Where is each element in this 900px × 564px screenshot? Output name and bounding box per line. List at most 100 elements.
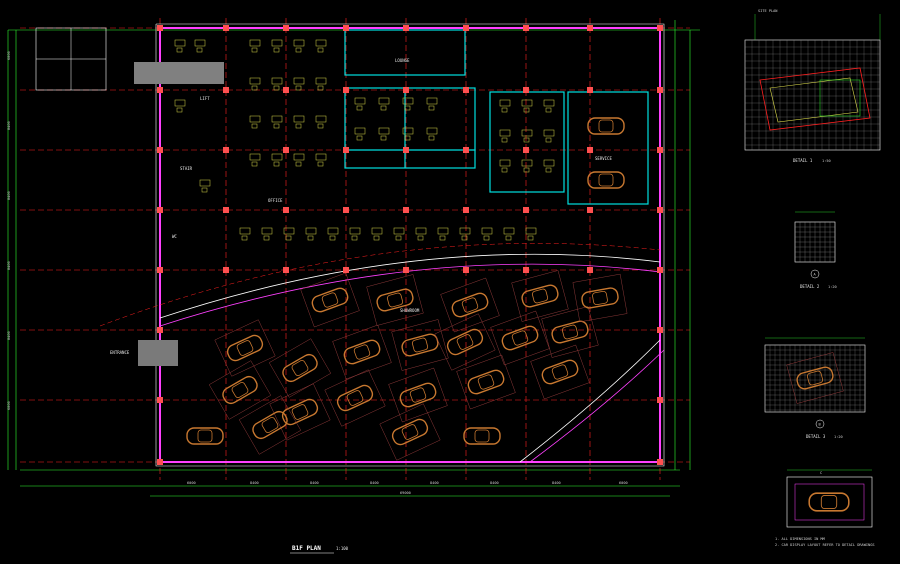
dimension-text: 6000 [187,481,196,485]
detail-3-tag: B [819,423,821,427]
car-symbol [530,344,590,400]
car-symbol [238,395,302,455]
column [157,267,163,273]
detail-4: C [786,469,873,528]
column [403,267,409,273]
column [157,147,163,153]
column [157,327,163,333]
detail-2-title: DETAIL 2 [800,284,820,289]
office-partitions [344,29,649,205]
column [463,207,469,213]
detail-4-tag: C [820,471,822,475]
detail-3-title: DETAIL 3 [806,434,826,439]
room-label-showroom: SHOWROOM [400,308,420,313]
column [223,147,229,153]
column [463,25,469,31]
column [587,25,593,31]
car-symbol [511,270,569,322]
column [283,25,289,31]
column [657,397,663,403]
car-symbol [186,427,224,445]
car-symbol [388,367,448,423]
car-symbol [587,171,625,189]
dimension-text: 8400 [370,481,379,485]
stair-block-bottom [138,340,178,366]
column [223,207,229,213]
dimension-text: 8400 [552,481,561,485]
dimension-text: 8400 [250,481,259,485]
dimension-text: 8400 [7,191,11,200]
car-symbol [379,403,441,461]
column [157,25,163,31]
car-symbol [214,319,276,377]
column [403,87,409,93]
building-boundary [35,23,665,467]
room-label-service: SERVICE [595,156,612,161]
detail-2: A DETAIL 2 1:20 [794,211,837,289]
column [657,25,663,31]
stair-block-top [134,62,224,84]
detail-1-tag: SITE PLAN [758,9,777,13]
column [223,25,229,31]
column [283,207,289,213]
note-1: 1. ALL DIMENSIONS IN MM [775,537,826,541]
car-symbol [269,383,331,441]
column [587,207,593,213]
room-label-office: OFFICE [268,198,283,203]
office-furniture [174,39,555,241]
structural-columns [157,25,663,465]
column [283,267,289,273]
detail-1-site-plan: SITE PLAN DETAIL 1 1:50 [744,9,881,163]
car-symbol [434,313,496,371]
car-symbol [541,306,599,358]
car-symbol [324,369,386,427]
column [463,147,469,153]
column [283,147,289,153]
car-symbol [456,354,516,410]
column [657,207,663,213]
detail-3: B DETAIL 3 1:20 [764,337,866,439]
dimension-texts: 6000 8400 8400 8400 8400 8400 8400 6000 69000 600… [7,51,628,495]
dimension-text: 6000 [7,401,11,410]
column [657,87,663,93]
column [343,267,349,273]
dimension-text: 8400 [7,331,11,340]
column [523,267,529,273]
detail-3-scale: 1:20 [834,435,843,439]
column [587,147,593,153]
column [157,459,163,465]
main-title-block: B1F PLAN 1:100 [290,545,349,554]
detail-2-scale: 1:20 [828,285,837,289]
dimension-text: 8400 [7,121,11,130]
column [223,267,229,273]
note-2: 2. CAR DISPLAY LAYOUT REFER TO DETAIL DR… [775,543,875,547]
column [157,87,163,93]
general-notes: 1. ALL DIMENSIONS IN MM 2. CAR DISPLAY L… [775,537,875,547]
column [343,87,349,93]
car-symbol [440,277,500,333]
car-symbol [463,427,501,445]
column [523,147,529,153]
column [587,267,593,273]
dimension-text: 8400 [310,481,319,485]
display-cars [186,117,628,461]
dimension-text: 8400 [7,261,11,270]
car-symbol [786,352,844,404]
column [223,87,229,93]
car-symbol [808,492,850,512]
dimension-text: 8400 [490,481,499,485]
dimension-text: 8400 [430,481,439,485]
column [157,397,163,403]
car-symbol [300,272,360,328]
column [657,327,663,333]
car-symbol [587,117,625,135]
column [343,207,349,213]
detail-2-tag: A [814,273,817,277]
dimension-text: 6000 [7,51,11,60]
column [343,147,349,153]
room-label-lounge: LOUNGE [395,58,410,63]
column [463,267,469,273]
column [657,147,663,153]
overall-width-text: 69000 [400,491,411,495]
